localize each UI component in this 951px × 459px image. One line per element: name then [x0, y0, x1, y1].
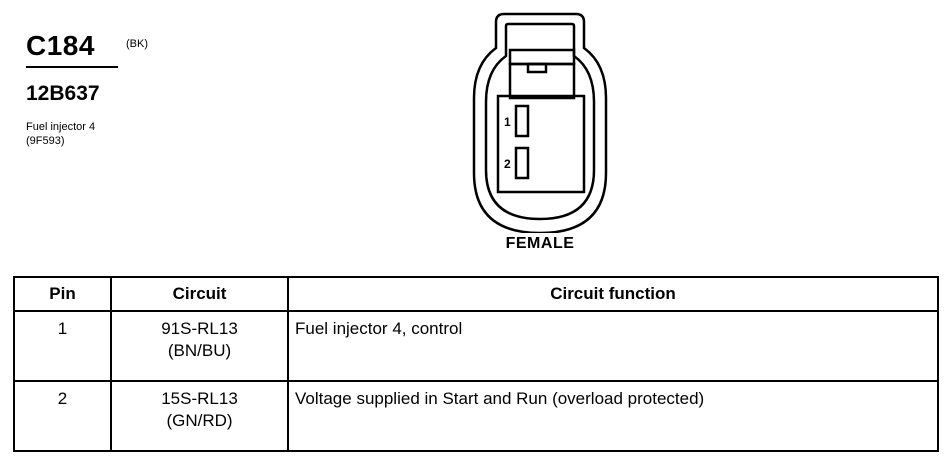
connector-description-code: (9F593) — [26, 135, 65, 147]
connector-latch — [508, 48, 576, 66]
connector-latch-body — [508, 62, 576, 100]
wire-color: (GN/RD) — [166, 411, 233, 430]
part-number: 12B637 — [26, 82, 100, 105]
table-row: 2 15S-RL13 (GN/RD) Voltage supplied in S… — [13, 380, 939, 452]
pin-2-terminal — [514, 146, 530, 180]
connector-face-diagram: 1 2 — [472, 12, 608, 233]
connector-inner-housing — [484, 22, 596, 221]
circuit-code: 91S-RL13 — [161, 319, 238, 338]
wire-color: (BN/BU) — [167, 341, 232, 360]
connector-id: C184 — [26, 30, 95, 61]
table-header-row: Pin Circuit Circuit function — [13, 276, 939, 312]
connector-color: (BK) — [126, 38, 148, 50]
pin-2-label: 2 — [504, 157, 511, 171]
connector-description: Fuel injector 4 — [26, 121, 96, 133]
pin-1-terminal — [514, 104, 530, 138]
connector-outer-housing — [472, 12, 608, 233]
header-circuit: Circuit — [110, 276, 289, 312]
function-cell: Fuel injector 4, control — [287, 310, 939, 382]
view-label: FEMALE — [505, 235, 575, 252]
header-pin: Pin — [13, 276, 112, 312]
connector-header: C184 (BK) 12B637 Fuel injector 4 (9F593) — [26, 30, 148, 148]
pinout-table: Pin Circuit Circuit function 1 91S-RL13 … — [13, 276, 939, 452]
connector-title: C184 (BK) — [26, 30, 148, 62]
function-cell: Voltage supplied in Start and Run (overl… — [287, 380, 939, 452]
circuit-cell: 15S-RL13 (GN/RD) — [110, 380, 289, 452]
pin-1-label: 1 — [504, 115, 511, 129]
circuit-code: 15S-RL13 — [161, 389, 238, 408]
circuit-cell: 91S-RL13 (BN/BU) — [110, 310, 289, 382]
pin-cavity-block — [496, 94, 586, 194]
pin-cell: 1 — [13, 310, 112, 382]
pin-cell: 2 — [13, 380, 112, 452]
table-row: 1 91S-RL13 (BN/BU) Fuel injector 4, cont… — [13, 310, 939, 382]
header-circuit-function: Circuit function — [287, 276, 939, 312]
title-underline — [26, 66, 118, 68]
